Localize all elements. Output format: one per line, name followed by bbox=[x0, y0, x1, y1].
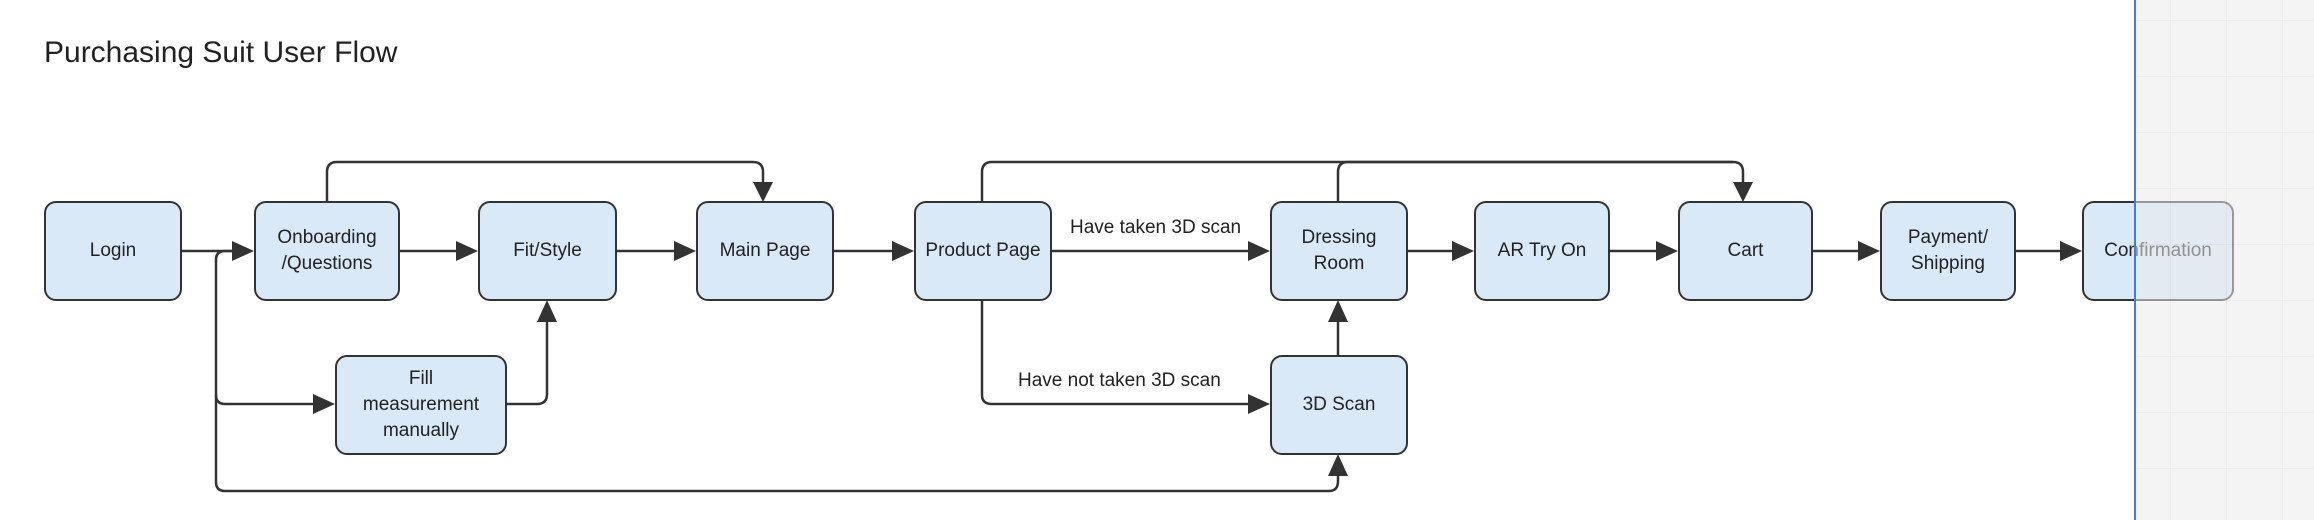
page-title: Purchasing Suit User Flow bbox=[44, 36, 398, 69]
arrowhead-main-top bbox=[753, 182, 773, 202]
edge-login-scan-bottom bbox=[214, 395, 1340, 493]
arrowhead-scan-from-product bbox=[1248, 394, 1270, 414]
node-dressing-room[interactable]: Dressing Room bbox=[1270, 201, 1408, 301]
node-payment[interactable]: Payment/ Shipping bbox=[1880, 201, 2016, 301]
panel-divider[interactable] bbox=[2134, 0, 2136, 520]
node-cart[interactable]: Cart bbox=[1678, 201, 1813, 301]
arrowhead-dressing bbox=[1248, 241, 1270, 261]
arrowhead-product bbox=[892, 241, 914, 261]
arrowhead-main bbox=[674, 241, 696, 261]
arrowhead-onboarding bbox=[232, 241, 254, 261]
node-product-page[interactable]: Product Page bbox=[914, 201, 1052, 301]
side-panel bbox=[2134, 0, 2314, 520]
arrowhead-fit bbox=[456, 241, 478, 261]
arrowhead-ar bbox=[1452, 241, 1474, 261]
edge-product-cart-top bbox=[980, 160, 1745, 201]
node-ar-try-on[interactable]: AR Try On bbox=[1474, 201, 1610, 301]
edge-login-fill bbox=[214, 249, 313, 406]
arrowhead-confirmation bbox=[2060, 241, 2082, 261]
node-fill-measurement[interactable]: Fill measurement manually bbox=[335, 355, 507, 455]
edge-label-taken: Have taken 3D scan bbox=[1070, 217, 1242, 238]
edge-product-scan bbox=[980, 300, 1248, 406]
edge-fill-fit bbox=[507, 320, 549, 406]
node-3d-scan[interactable]: 3D Scan bbox=[1270, 355, 1408, 455]
node-onboarding[interactable]: Onboarding /Questions bbox=[254, 201, 400, 301]
arrowhead-dressing-from-scan bbox=[1328, 300, 1348, 322]
edge-dressing-cart-top bbox=[1336, 160, 1733, 201]
arrowhead-cart bbox=[1656, 241, 1678, 261]
arrowhead-cart-top bbox=[1733, 182, 1753, 202]
edge-label-not-taken: Have not taken 3D scan bbox=[1018, 370, 1221, 391]
node-fit-style[interactable]: Fit/Style bbox=[478, 201, 617, 301]
arrowhead-fit-from-fill bbox=[537, 300, 557, 322]
arrowhead-fill bbox=[313, 394, 335, 414]
edge-onboarding-main-top bbox=[325, 160, 765, 201]
node-main-page[interactable]: Main Page bbox=[696, 201, 834, 301]
arrowhead-payment bbox=[1858, 241, 1880, 261]
node-login[interactable]: Login bbox=[44, 201, 182, 301]
arrowhead-scan-bottom bbox=[1328, 454, 1348, 476]
